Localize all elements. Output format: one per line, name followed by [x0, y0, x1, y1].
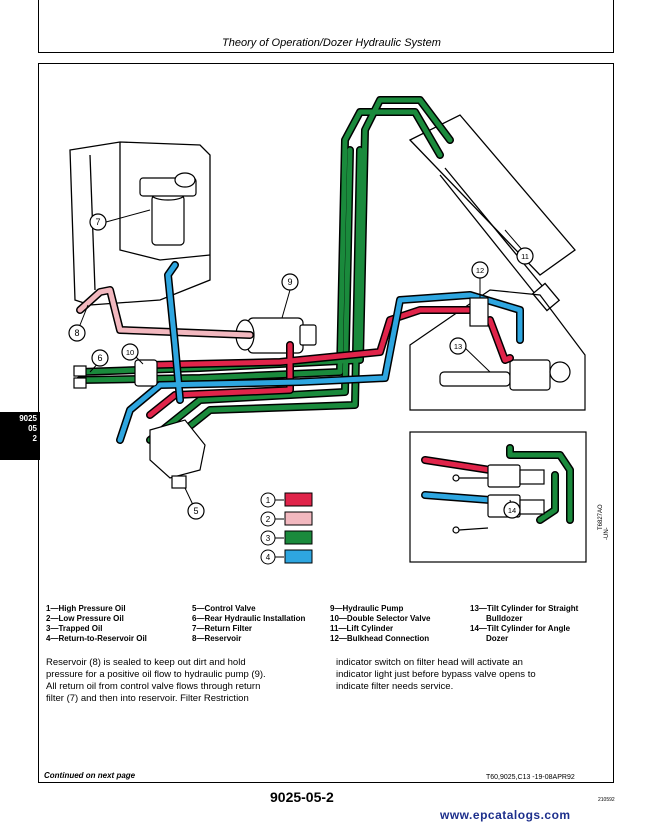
callout-9: 9	[287, 277, 292, 287]
rear-couplers	[73, 365, 87, 389]
page-number: 9025-05-2	[270, 789, 334, 805]
legend-item: 9—Hydraulic Pump	[330, 604, 404, 613]
return-filter	[139, 172, 197, 246]
callout-14: 14	[508, 506, 516, 515]
website-watermark: www.epcatalogs.com	[440, 808, 571, 822]
double-selector-valve	[134, 359, 158, 387]
legend-item: 4—Return-to-Reservoir Oil	[46, 634, 147, 643]
control-valve	[149, 419, 206, 489]
bulkhead-connection	[469, 297, 489, 327]
legend-item: 11—Lift Cylinder	[330, 624, 394, 633]
callout-11: 11	[521, 252, 529, 261]
body-right-column: indicator switch on filter head will act…	[336, 657, 536, 693]
page-header-title: Theory of Operation/Dozer Hydraulic Syst…	[222, 37, 441, 49]
callout-10: 10	[126, 348, 134, 357]
callout-6: 6	[97, 353, 102, 363]
legend-item: Bulldozer	[486, 614, 523, 623]
body-left-column: Reservoir (8) is sealed to keep out dirt…	[46, 657, 266, 705]
legend-item: 8—Reservoir	[192, 634, 242, 643]
key-swatch-trapped	[284, 530, 313, 545]
legend-item: 14—Tilt Cylinder for Angle	[470, 624, 571, 633]
key-swatch-low-pressure	[284, 511, 313, 526]
legend-item: 6—Rear Hydraulic Installation	[192, 614, 306, 623]
document-id: 210592	[598, 797, 615, 803]
legend-column-4: 13—Tilt Cylinder for Straight Bulldozer …	[470, 604, 578, 644]
key-num-3: 3	[266, 534, 271, 543]
key-num-1: 1	[266, 496, 271, 505]
figure-code: T6827AO	[598, 504, 604, 530]
legend-item: 3—Trapped Oil	[46, 624, 103, 633]
callout-circles	[68, 213, 534, 520]
reference-code: T60,9025,C13 -19-08APR92	[486, 774, 575, 781]
body-line: Reservoir (8) is sealed to keep out dirt…	[46, 657, 246, 668]
body-line: indicator light just before bypass valve…	[336, 669, 536, 680]
body-line: All return oil from control valve flows …	[46, 681, 261, 692]
body-line: indicator switch on filter head will act…	[336, 657, 523, 668]
legend-item: 10—Double Selector Valve	[330, 614, 431, 623]
key-num-2: 2	[266, 515, 271, 524]
section-tab-line1: 9025	[19, 414, 37, 423]
legend-column-2: 5—Control Valve 6—Rear Hydraulic Install…	[192, 604, 305, 644]
body-line: indicate filter needs service.	[336, 681, 454, 692]
key-swatch-return	[284, 549, 313, 564]
callout-8: 8	[74, 328, 79, 338]
legend-column-3: 9—Hydraulic Pump 10—Double Selector Valv…	[330, 604, 431, 644]
callout-12: 12	[476, 266, 484, 275]
callout-13: 13	[454, 342, 462, 351]
legend-item: 1—High Pressure Oil	[46, 604, 126, 613]
legend-item: 13—Tilt Cylinder for Straight	[470, 604, 579, 613]
callout-5: 5	[193, 506, 198, 516]
lift-cylinder	[408, 114, 576, 312]
header-rule-bottom	[38, 52, 614, 53]
section-tab: 9025 05 2	[0, 412, 40, 460]
legend-item: Dozer	[486, 634, 509, 643]
tilt-cylinder-area	[409, 289, 586, 411]
legend-column-1: 1—High Pressure Oil 2—Low Pressure Oil 3…	[46, 604, 147, 644]
color-key: 1 2 3 4	[260, 492, 313, 565]
legend-item: 12—Bulkhead Connection	[330, 634, 430, 643]
section-tab-line2: 05	[28, 424, 37, 433]
figure-un-code: -UN-	[604, 527, 610, 540]
body-line: filter (7) and then into reservoir. Filt…	[46, 693, 249, 704]
callout-7: 7	[95, 217, 100, 227]
header-rule-left	[38, 0, 39, 52]
legend-item: 2—Low Pressure Oil	[46, 614, 124, 623]
callout-labels: 7 8 6 10 9 5 12 13 11 14	[74, 217, 528, 516]
key-swatch-high-pressure	[284, 492, 313, 507]
continued-note: Continued on next page	[44, 771, 136, 780]
header-rule-right	[613, 0, 614, 52]
key-num-4: 4	[266, 553, 271, 562]
section-tab-line3: 2	[32, 434, 37, 443]
legend-item: 7—Return Filter	[192, 624, 253, 633]
legend-item: 5—Control Valve	[192, 604, 256, 613]
body-line: pressure for a positive oil flow to hydr…	[46, 669, 266, 680]
